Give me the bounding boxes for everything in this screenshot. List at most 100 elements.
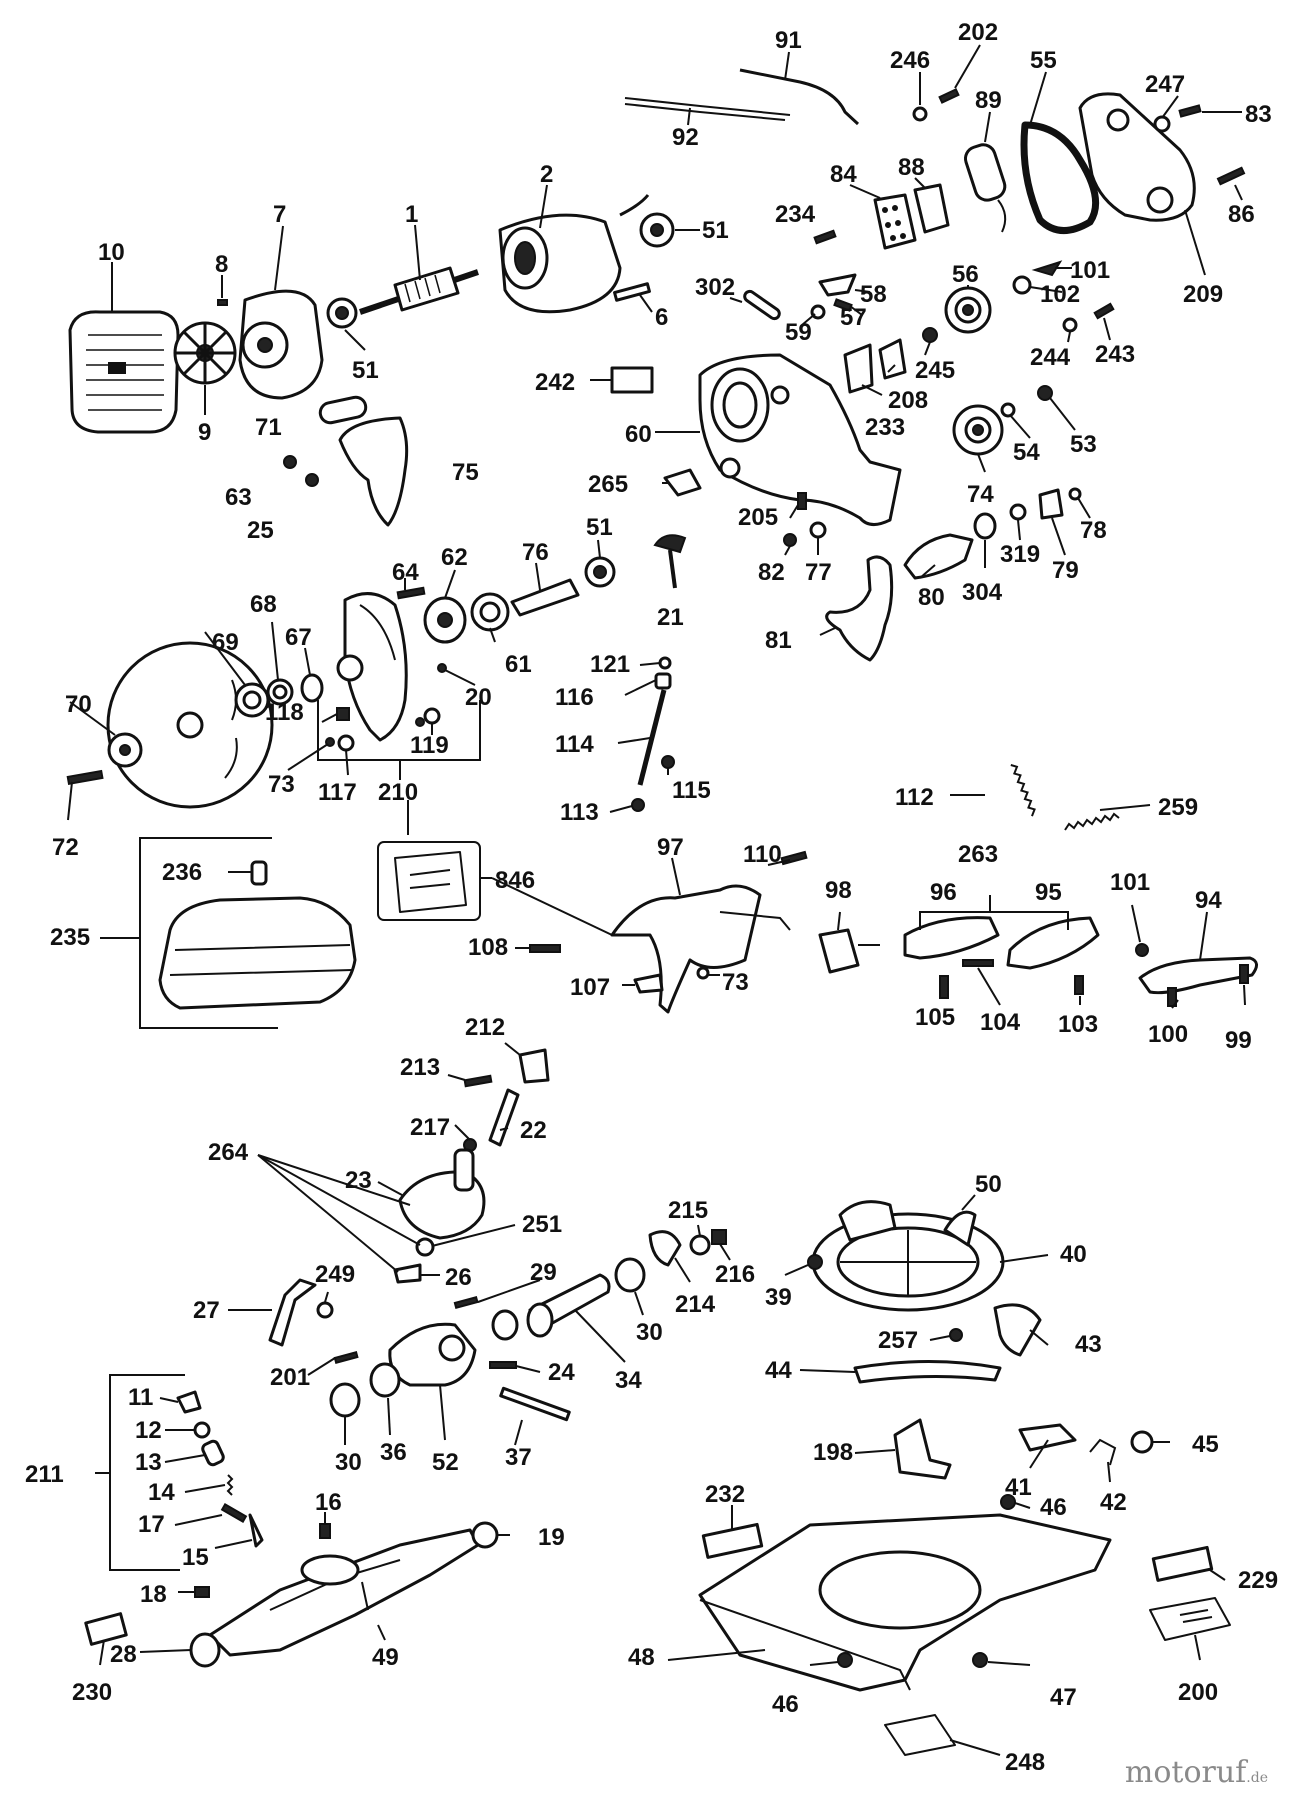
bearing-part-62 (423, 596, 467, 644)
nut-part-79 (1038, 488, 1064, 520)
label-73: 73 (268, 771, 295, 798)
scale-part-44 (853, 1360, 1002, 1384)
label-12: 12 (135, 1417, 162, 1444)
screw-part-119 (415, 707, 441, 727)
label-78: 78 (1080, 517, 1107, 544)
bushing-part-304 (973, 512, 997, 540)
label-40: 40 (1060, 1241, 1087, 1268)
pin-part-110 (780, 850, 808, 866)
label-16: 16 (315, 1489, 342, 1516)
shaft-part-76 (510, 578, 580, 617)
washer-part-319 (1009, 503, 1027, 521)
screw-part-101-b (1135, 943, 1149, 957)
label-69: 69 (212, 629, 239, 656)
label-19: 19 (538, 1524, 565, 1551)
shaft-part-34 (526, 1273, 611, 1338)
nut-part-115 (661, 755, 675, 769)
label-113: 113 (560, 799, 599, 826)
screw-part-83 (1178, 104, 1202, 118)
label-92: 92 (672, 124, 699, 151)
screws-parts-63-25 (283, 455, 319, 487)
spring-clip-part-102 (1012, 275, 1032, 295)
watermark: motoruf.de (1125, 1755, 1268, 1790)
label-29: 29 (530, 1259, 557, 1286)
label-71: 71 (255, 414, 282, 441)
label-846: 846 (495, 867, 535, 894)
pin-part-100 (1167, 987, 1177, 1007)
watermark-suffix: .de (1246, 1770, 1268, 1786)
label-210: 210 (378, 779, 418, 806)
label-bag-part-846 (377, 841, 481, 921)
label-94: 94 (1195, 887, 1222, 914)
label-68: 68 (250, 591, 277, 618)
spring-part-259 (1064, 812, 1120, 831)
label-200: 200 (1178, 1679, 1218, 1706)
label-319: 319 (1000, 541, 1040, 568)
label-48: 48 (628, 1644, 655, 1671)
screw-part-8 (217, 299, 228, 306)
label-97: 97 (657, 834, 684, 861)
label-7: 7 (273, 201, 286, 228)
label-8: 8 (215, 251, 228, 278)
label-229: 229 (1238, 1567, 1278, 1594)
washer-part-19 (471, 1521, 499, 1549)
dust-bag-group-235 (139, 837, 357, 1029)
screw-part-24 (489, 1361, 517, 1369)
label-243: 243 (1095, 341, 1135, 368)
label-46: 46 (1040, 1494, 1067, 1521)
bolt-part-37 (499, 1386, 571, 1422)
lever-part-27 (268, 1278, 317, 1347)
group-bracket-264 (257, 1154, 421, 1273)
bracket-part-88 (913, 183, 950, 234)
label-264: 264 (208, 1139, 249, 1166)
label-part-230 (84, 1612, 128, 1646)
screw-part-243 (1093, 302, 1115, 320)
label-47: 47 (1050, 1684, 1077, 1711)
washer-part-249 (316, 1301, 334, 1319)
label-215: 215 (668, 1197, 708, 1224)
label-64: 64 (392, 559, 419, 586)
label-99: 99 (1225, 1027, 1252, 1054)
screw-part-202 (938, 88, 960, 104)
label-198: 198 (813, 1439, 853, 1466)
label-213: 213 (400, 1054, 440, 1081)
label-88: 88 (898, 154, 925, 181)
spring-part-112 (1010, 764, 1036, 817)
end-bell-part-7 (238, 289, 324, 400)
screw-part-213 (463, 1074, 493, 1088)
screw-part-245 (922, 327, 938, 343)
label-119: 119 (410, 732, 449, 759)
label-101: 101 (1110, 869, 1150, 896)
label-245: 245 (915, 357, 955, 384)
label-part-200 (1149, 1597, 1231, 1641)
label-55: 55 (1030, 47, 1057, 74)
label-9: 9 (198, 419, 211, 446)
pin-part-103 (1074, 975, 1084, 995)
label-46: 46 (772, 1691, 799, 1718)
washer-part-244 (1062, 317, 1078, 333)
grommet-part-265 (663, 468, 702, 497)
label-24: 24 (548, 1359, 575, 1386)
label-52: 52 (432, 1449, 459, 1476)
guard-arm-part-81 (825, 555, 894, 662)
screw-part-47 (972, 1652, 988, 1668)
label-20: 20 (465, 684, 492, 711)
label-202: 202 (958, 19, 998, 46)
label-45: 45 (1192, 1431, 1219, 1458)
screw-part-105 (939, 975, 949, 999)
nut-part-70 (107, 732, 143, 768)
label-75: 75 (452, 459, 479, 486)
pointer-knob-part-23 (398, 1148, 486, 1240)
washer-part-30-b (329, 1382, 361, 1418)
screw-part-18 (194, 1586, 210, 1598)
pulley-part-74 (952, 404, 1004, 456)
rod-part-114 (637, 689, 667, 786)
detent-part-26 (393, 1263, 422, 1284)
handle-part-80 (903, 533, 974, 580)
knob-part-11 (176, 1390, 202, 1414)
label-95: 95 (1035, 879, 1062, 906)
leader-lines (67, 44, 1246, 1756)
label-263: 263 (958, 841, 998, 868)
label-117: 117 (318, 779, 357, 806)
